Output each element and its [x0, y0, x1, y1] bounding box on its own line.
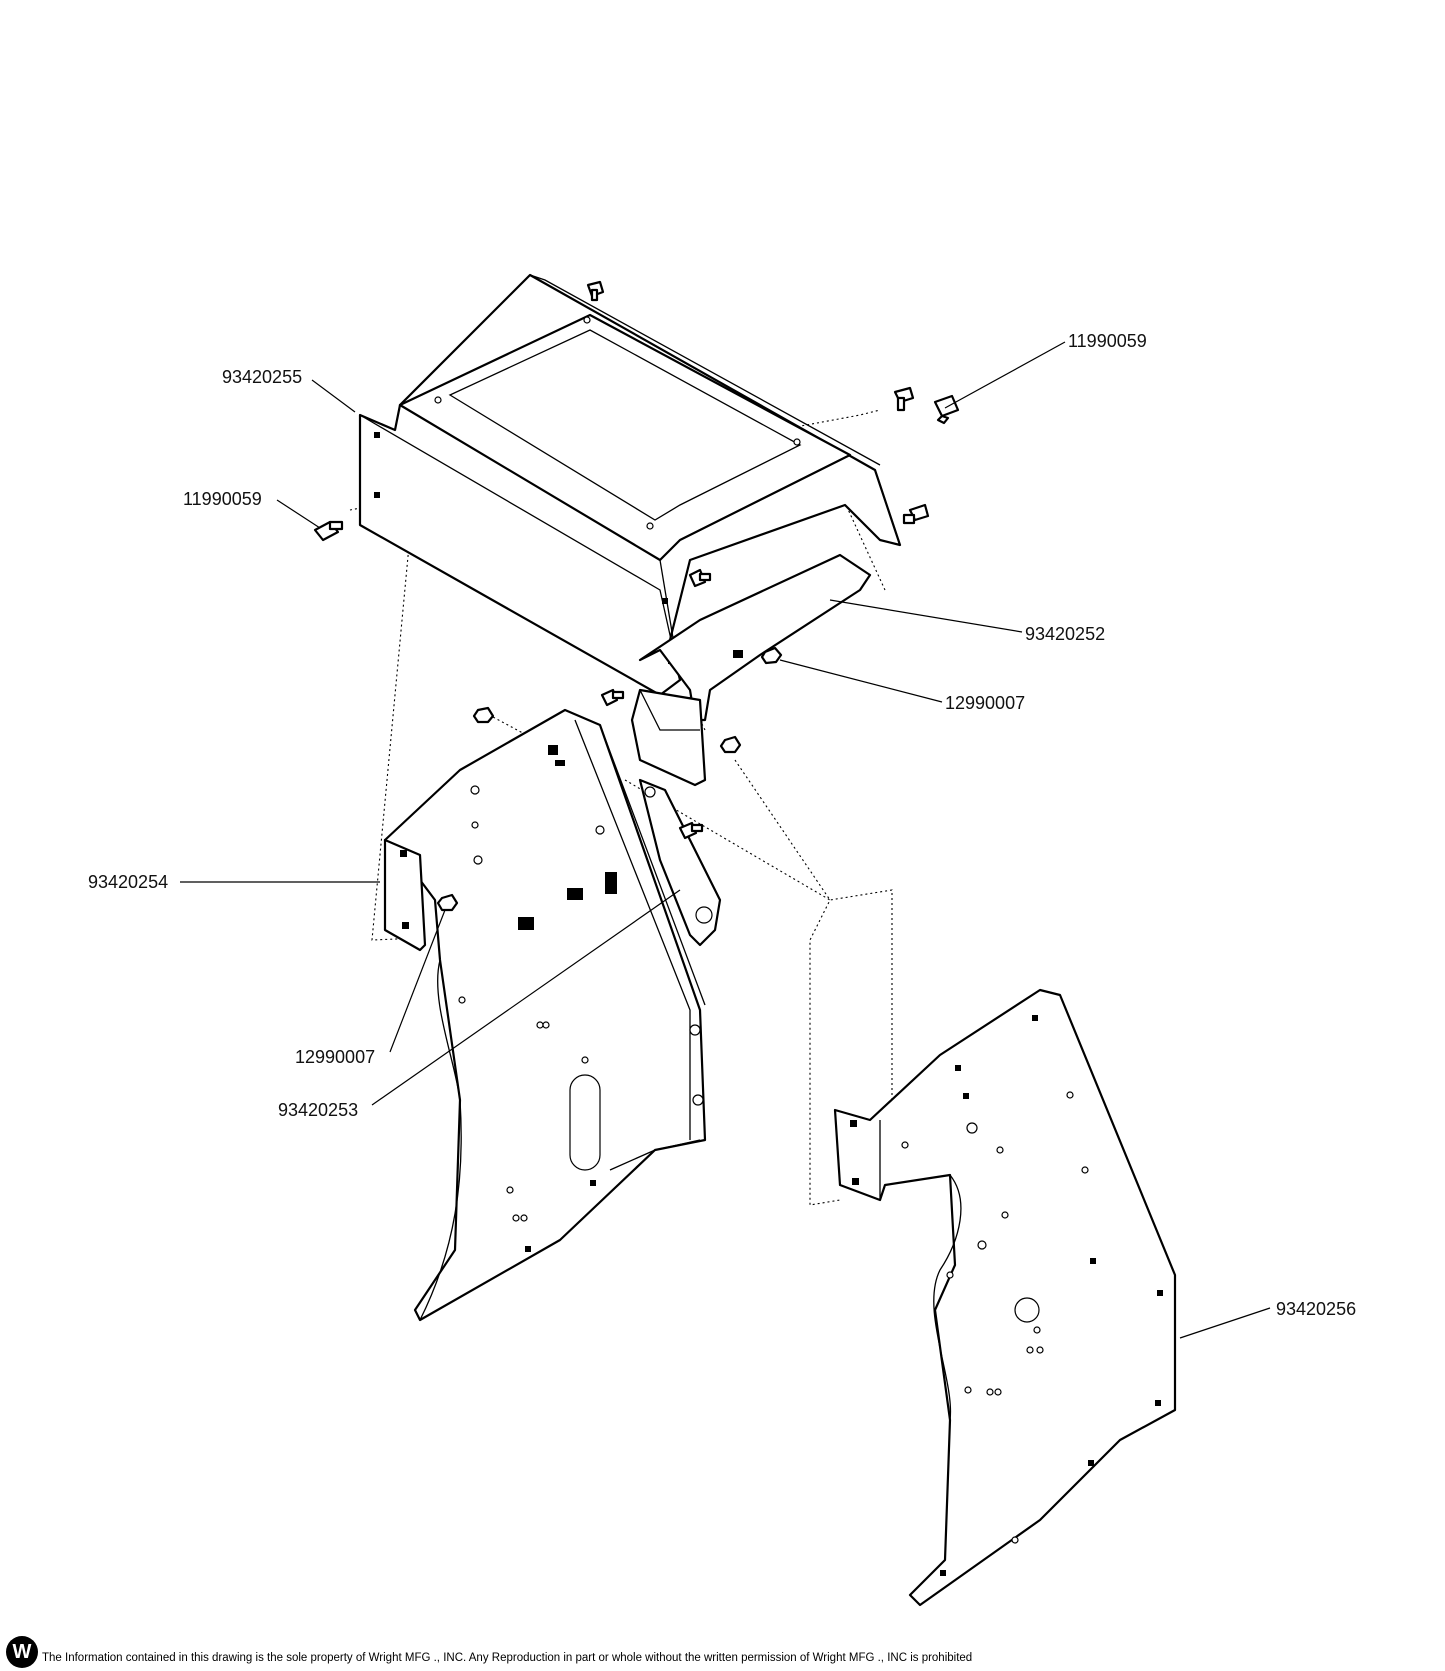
fastener-nut-center-right: [719, 735, 742, 754]
fastener-nut-upper-left: [472, 706, 495, 724]
callout-label-93420252: 93420252: [1025, 624, 1105, 644]
fastener-screw-upper-right: [933, 394, 960, 425]
part-93420254-flange-plate: [383, 838, 427, 952]
fastener-screw-hinge: [678, 821, 704, 840]
callout-leaders: [180, 341, 1271, 1339]
fastener-screw-under-cover: [688, 568, 712, 588]
callout-labels: 11990059 93420255 11990059 93420252 1299…: [88, 331, 1356, 1319]
fastener-nut-right-bracket: [760, 646, 783, 665]
part-93420255-console-cover: [358, 273, 902, 697]
callout-label-93420256: 93420256: [1276, 1299, 1356, 1319]
callout-label-11990059-left: 11990059: [183, 489, 262, 509]
callout-label-12990007-upper: 12990007: [945, 693, 1025, 713]
fastener-screw-right-corner: [902, 503, 930, 525]
part-93420256-right-side-plate: [833, 988, 1177, 1607]
callout-label-93420253: 93420253: [278, 1100, 358, 1120]
fastener-screw-upper-mid: [893, 386, 915, 412]
wright-logo-icon: W: [6, 1636, 38, 1668]
part-hinge-strap: [638, 778, 722, 947]
callout-label-93420255: 93420255: [222, 367, 302, 387]
callout-label-12990007-lower: 12990007: [295, 1047, 375, 1067]
fastener-screw-center: [600, 688, 625, 707]
footer-notice: W The Information contained in this draw…: [0, 1632, 1445, 1671]
copyright-notice: The Information contained in this drawin…: [42, 1652, 973, 1664]
fastener-screw-top-left: [586, 280, 605, 302]
fastener-nut-left-plate: [436, 893, 459, 912]
fastener-screw-left: [313, 520, 344, 542]
callout-label-11990059-top-right: 11990059: [1068, 331, 1147, 351]
callout-label-93420254: 93420254: [88, 872, 168, 892]
part-mounting-block: [630, 688, 707, 787]
part-93420253-left-side-plate: [383, 708, 707, 1322]
